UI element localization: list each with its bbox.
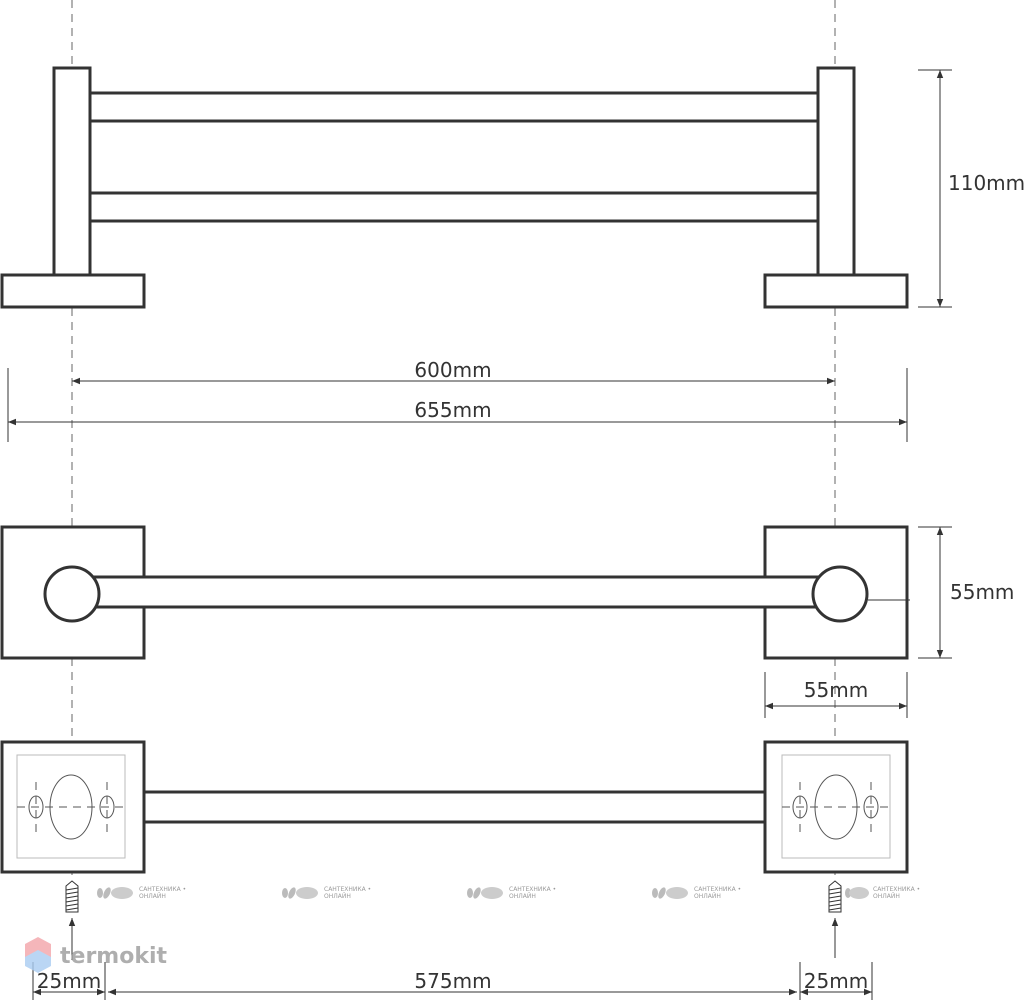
dim-height bbox=[918, 69, 952, 308]
termokit-logo-text: termokit bbox=[60, 944, 167, 969]
dim-height-label: 110mm bbox=[948, 171, 1025, 195]
dim-base bbox=[764, 526, 952, 718]
dim-left-offset-label: 25mm bbox=[37, 969, 101, 993]
watermark-line1: САНТЕХНИКА • bbox=[324, 886, 371, 893]
center-lines bbox=[71, 0, 836, 875]
dim-overall-label: 655mm bbox=[414, 398, 491, 422]
watermark-line2: ОНЛАЙН bbox=[324, 893, 351, 900]
watermark-line1: САНТЕХНИКА • bbox=[509, 886, 556, 893]
dim-bottom bbox=[32, 962, 873, 1000]
dim-right-offset-label: 25mm bbox=[804, 969, 868, 993]
back-view bbox=[0, 740, 909, 874]
front-view bbox=[0, 66, 909, 309]
watermark-line1: САНТЕХНИКА • bbox=[873, 886, 920, 893]
watermark-line2: ОНЛАЙН bbox=[509, 893, 536, 900]
screw-icon bbox=[65, 880, 842, 913]
dim-bar-span-label: 575mm bbox=[414, 969, 491, 993]
watermark-santehnika: САНТЕХНИКА •ОНЛАЙН САНТЕХНИКА •ОНЛАЙН СА… bbox=[97, 886, 920, 900]
watermark-line1: САНТЕХНИКА • bbox=[694, 886, 741, 893]
top-view bbox=[0, 525, 909, 660]
watermark-line2: ОНЛАЙН bbox=[694, 893, 721, 900]
watermark-line2: ОНЛАЙН bbox=[873, 893, 900, 900]
watermark-line2: ОНЛАЙН bbox=[139, 893, 166, 900]
dim-center-label: 600mm bbox=[414, 358, 491, 382]
dim-base-width-label: 55mm bbox=[804, 678, 868, 702]
dim-length bbox=[7, 368, 908, 442]
dim-base-height-label: 55mm bbox=[950, 580, 1014, 604]
watermark-line1: САНТЕХНИКА • bbox=[139, 886, 186, 893]
termokit-logo: termokit bbox=[25, 937, 167, 973]
